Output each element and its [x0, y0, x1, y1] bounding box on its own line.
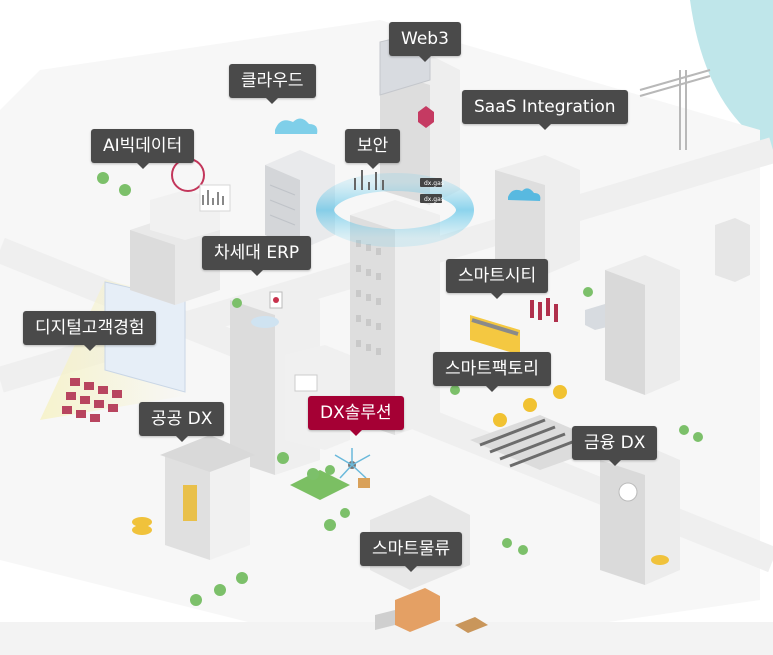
web3-tower — [379, 29, 460, 205]
label-dx-solution[interactable]: DX솔루션 — [308, 396, 404, 436]
label-smart-logistics[interactable]: 스마트물류 — [360, 532, 463, 572]
trees — [97, 172, 703, 606]
label-public-dx[interactable]: 공공 DX — [139, 402, 225, 442]
label-security[interactable]: 보안 — [345, 129, 401, 169]
ai-bigdata-building — [130, 158, 231, 305]
right-office-tower — [605, 218, 750, 395]
cloud-server-building — [265, 118, 335, 250]
saas-building — [495, 155, 580, 275]
label-finance-dx[interactable]: 금융 DX — [572, 426, 658, 466]
label-ai-bigdata[interactable]: AI빅데이터 — [91, 129, 195, 169]
finance-dx-building — [600, 445, 680, 585]
label-smart-factory[interactable]: 스마트팩토리 — [433, 352, 551, 392]
security-building: dx.gas dx.gas — [316, 170, 474, 435]
label-smart-city[interactable]: 스마트시티 — [446, 259, 549, 299]
security-ring — [316, 173, 474, 247]
dx-gas-sign-2: dx.gas — [424, 196, 444, 203]
label-next-gen-erp[interactable]: 차세대 ERP — [202, 236, 312, 276]
dx-gas-sign-1: dx.gas — [424, 180, 444, 187]
construction-crane — [639, 69, 711, 150]
label-digital-cx[interactable]: 디지털고객경험 — [23, 311, 157, 351]
bottom-strip — [0, 622, 773, 655]
label-web3[interactable]: Web3 — [389, 22, 461, 62]
label-cloud[interactable]: 클라우드 — [229, 64, 316, 104]
audience-seats — [62, 378, 122, 422]
public-dx-building — [132, 435, 255, 560]
label-saas-integration[interactable]: SaaS Integration — [462, 90, 628, 130]
teal-corner-shape — [690, 0, 773, 150]
